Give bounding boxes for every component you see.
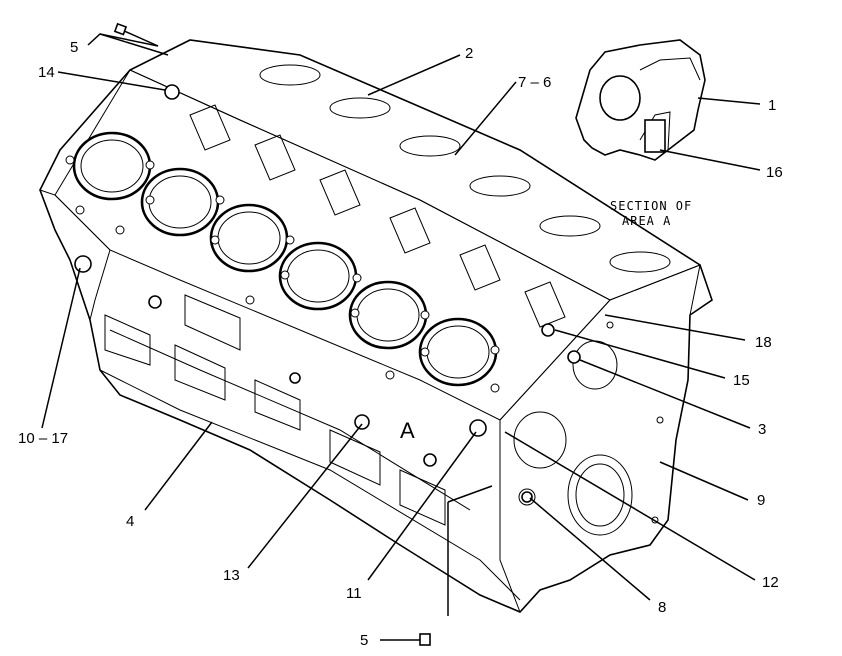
plug-3 [567,350,581,364]
leader-lines [41,33,761,601]
callout-11: 11 [346,585,362,602]
callout-labels: 5 14 2 7 – 6 1 16 18 15 3 9 12 8 11 13 4… [18,39,783,649]
plugs [74,84,581,503]
callout-1: 1 [768,97,776,114]
rear-face [499,264,701,613]
section-inset [575,39,706,161]
plug-14 [164,84,180,100]
callout-5-top: 5 [70,39,78,56]
section-label-line2: AREA A [622,214,671,228]
plug-misc-2 [289,372,301,384]
plug-misc-1 [148,295,162,309]
bolt-5-bottom [380,485,493,646]
callout-16: 16 [766,164,783,181]
plug-15 [541,323,555,337]
callout-3: 3 [758,421,766,438]
plug-misc-3 [423,453,437,467]
plug-8 [521,491,533,503]
front-face [39,189,111,322]
callout-15: 15 [733,372,750,389]
section-label-line1: SECTION OF [610,199,692,213]
callout-14: 14 [38,64,55,81]
callout-18: 18 [755,334,772,351]
cylinder-bores [72,131,498,387]
callout-5-bottom: 5 [360,632,368,649]
callout-10-17: 10 – 17 [18,430,68,447]
callout-2: 2 [465,45,473,62]
callout-7-6: 7 – 6 [518,74,551,91]
callout-13: 13 [223,567,240,584]
section-fitting [644,119,666,153]
plug-11 [469,419,487,437]
plug-13 [354,414,370,430]
callout-8: 8 [658,599,666,616]
bolt-5-top [113,22,159,47]
valley-openings [189,104,566,328]
rear-features [513,340,633,536]
plug-10 [74,255,92,273]
callout-9: 9 [757,492,765,509]
pan-rail [99,369,521,601]
right-bank-bores [259,64,671,273]
callout-4: 4 [126,513,134,530]
callout-12: 12 [762,574,779,591]
side-windows [104,294,446,526]
area-a-label: A [400,418,415,443]
